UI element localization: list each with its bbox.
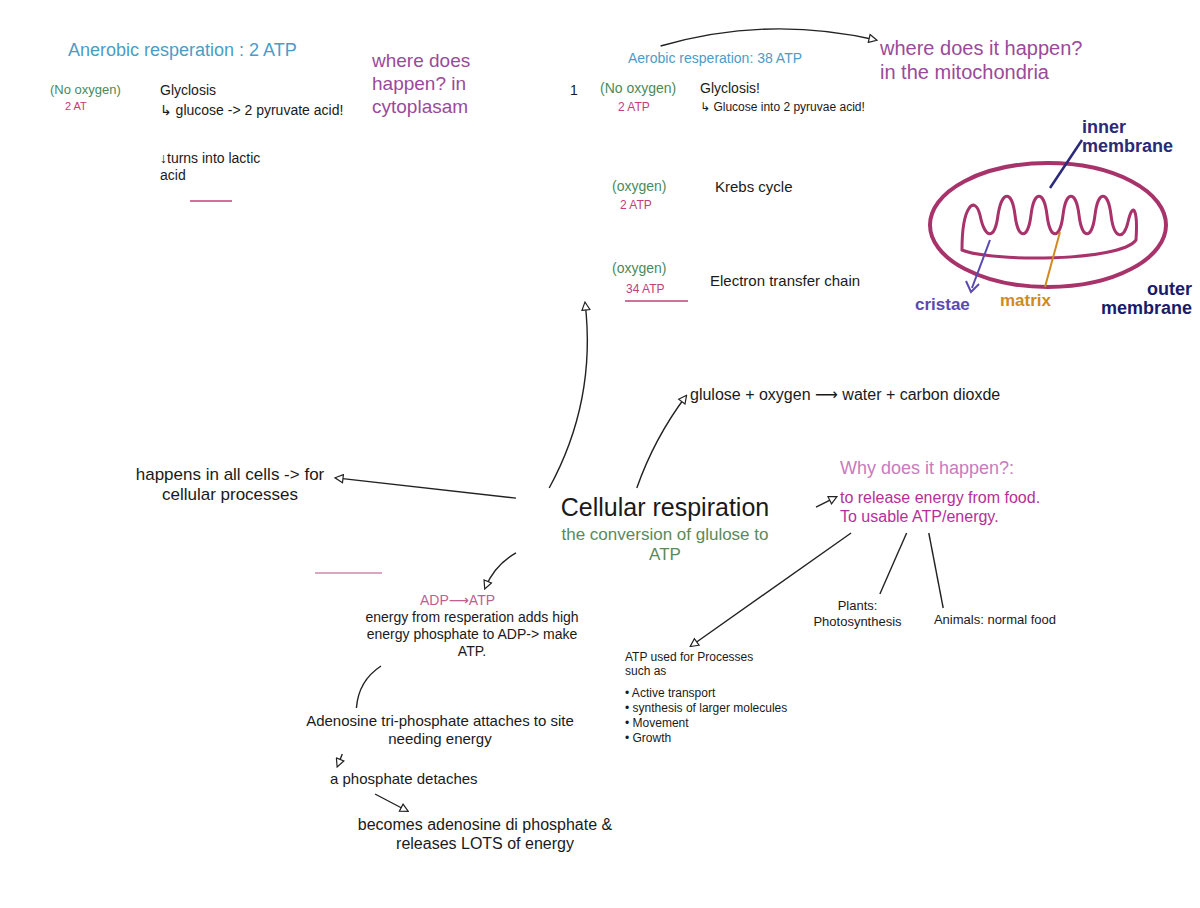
anaerobic-block: Anerobic resperation : 2 ATP (No oxygen) 2… (50, 40, 352, 186)
node-detail: 2 ATP (620, 198, 652, 212)
node-detail: energy from resperation adds high energy… (352, 609, 592, 659)
connector (375, 794, 407, 811)
underline (625, 300, 688, 302)
connector (816, 497, 836, 507)
node-detail: • Active transport (625, 686, 715, 700)
connector (485, 553, 516, 588)
node-text: happens in all cells -> for cellular pro… (130, 465, 330, 506)
why-node: Why does it happen?: to release energy fr… (840, 458, 1062, 529)
node-detail: 1 (570, 82, 578, 99)
process-note: becomes adenosine di phosphate & release… (355, 815, 617, 856)
connector (356, 666, 381, 708)
node-text: a phosphate detaches (330, 770, 478, 788)
node-detail: Krebs cycle (715, 178, 793, 196)
node-detail: • Movement (625, 716, 689, 730)
node-detail: • Growth (625, 731, 671, 745)
stray-line (315, 572, 382, 574)
node-detail: (No oxygen) (50, 82, 121, 98)
process-note: ADP⟶ATPenergy from resperation adds high… (352, 592, 594, 662)
location-note: where does happen? in cytoplasam (372, 50, 534, 121)
part-label: matrix (1000, 292, 1051, 310)
outer-membrane-outline (930, 163, 1166, 287)
node-detail: (No oxygen) (600, 80, 676, 97)
location-note: where does it happen? in the mitochondri… (880, 36, 1092, 86)
node-text: Why does it happen?: (840, 458, 1014, 480)
aerobic-block: Aerobic resperation: 38 ATP 1 (No oxygen) 2… (570, 50, 872, 299)
central-topic: Cellular respirationthe conversion of gl… (520, 492, 812, 568)
leader-line (972, 240, 990, 288)
node-text: where does happen? in cytoplasam (372, 50, 532, 118)
leaf-note: Animals: normal food (930, 612, 1062, 630)
node-detail: 34 ATP (626, 282, 664, 296)
node-text: Plants: Photosynthesis (805, 598, 910, 629)
connector (338, 754, 343, 766)
node-detail: Glyclosis! (700, 80, 760, 97)
list-node: ATP used for Processes such as • Active t… (625, 650, 790, 748)
connector (691, 533, 851, 646)
underline (190, 200, 232, 202)
node-text: becomes adenosine di phosphate & release… (355, 815, 615, 853)
process-note: a phosphate detaches (330, 770, 480, 790)
connector (661, 29, 876, 46)
connector (637, 396, 686, 488)
node-detail: 2 AT (65, 100, 87, 113)
node-text: Aerobic resperation: 38 ATP (628, 50, 802, 67)
node-text: ATP used for Processes such as (625, 650, 760, 679)
node-detail: ↓turns into lactic acid (160, 150, 285, 184)
note-node: happens in all cells -> for cellular pro… (130, 465, 332, 508)
node-detail: ↳ glucose -> 2 pyruvate acid! (160, 102, 350, 119)
equation-node: glulose + oxygen ⟶ water + carbon dioxde (690, 385, 1003, 407)
connector (880, 533, 907, 594)
node-detail: Glyclosis (160, 82, 216, 99)
node-text: ADP⟶ATP (420, 592, 495, 609)
leaf-note: Plants: Photosynthesis (805, 598, 912, 632)
node-detail: Electron transfer chain (710, 272, 860, 290)
connector (549, 303, 587, 488)
node-detail: to release energy from food. To usable A… (840, 488, 1060, 526)
node-text: glulose + oxygen ⟶ water + carbon dioxde (690, 385, 1000, 404)
process-note: Adenosine tri-phosphate attaches to site… (300, 712, 582, 750)
leader-arrowhead (966, 281, 979, 292)
part-label: cristae (915, 296, 970, 314)
inner-membrane-folds (962, 196, 1136, 258)
part-label: inner membrane (1082, 118, 1192, 156)
leader-line (1050, 140, 1082, 188)
node-detail: • synthesis of larger molecules (625, 701, 787, 715)
node-detail: (oxygen) (612, 178, 666, 195)
node-text: Anerobic resperation : 2 ATP (68, 40, 297, 62)
connector (336, 478, 516, 498)
node-detail: ↳ Glucose into 2 pyruvae acid! (700, 100, 870, 114)
node-detail: the conversion of glulose to ATP (550, 525, 780, 566)
node-detail: (oxygen) (612, 260, 666, 277)
node-detail: 2 ATP (618, 100, 650, 114)
node-text: Animals: normal food (930, 612, 1060, 628)
connector (929, 533, 943, 608)
node-text: Cellular respiration (520, 492, 810, 522)
part-label: outer membrane (1072, 280, 1192, 318)
node-text: where does it happen? in the mitochondri… (880, 36, 1090, 84)
mitochondrion-illustration (930, 140, 1166, 292)
node-text: Adenosine tri-phosphate attaches to site… (300, 712, 580, 748)
leader-line (1045, 232, 1060, 287)
